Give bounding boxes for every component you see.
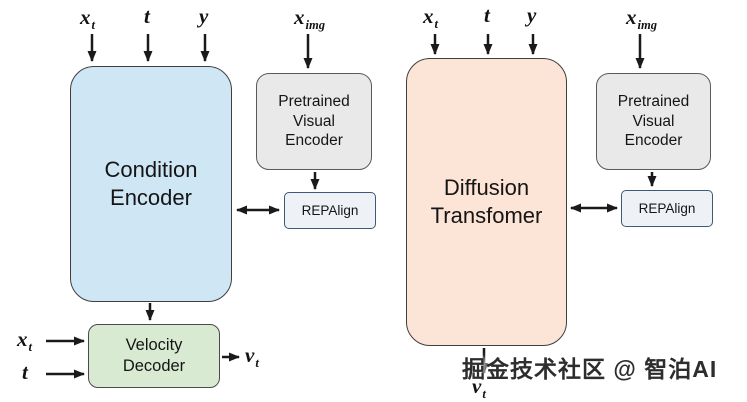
right-input-xt-label: xt — [423, 4, 438, 32]
math-base: y — [527, 3, 537, 27]
right-input-ximg-label: ximg — [626, 5, 657, 33]
math-sub: t — [91, 18, 96, 33]
velocity-output-vt-label: vt — [245, 343, 259, 371]
math-sub: t — [28, 340, 33, 355]
math-base: t — [144, 4, 150, 28]
math-sub: img — [637, 18, 658, 33]
velocity-input-xt-label: xt — [17, 327, 32, 355]
velocity-decoder-label: Velocity Decoder — [122, 335, 186, 375]
math-base: t — [22, 360, 28, 384]
left-input-ximg-label: ximg — [294, 5, 325, 33]
diffusion-transformer-box: Diffusion Transfomer — [406, 58, 567, 346]
velocity-decoder-box: Velocity Decoder — [88, 324, 220, 388]
condition-encoder-box: Condition Encoder — [70, 66, 232, 302]
repalign-label-left: REPAlign — [301, 202, 359, 218]
repalign-box-right: REPAlign — [621, 190, 713, 227]
math-base: x — [423, 4, 434, 28]
condition-encoder-label: Condition Encoder — [104, 156, 198, 210]
diffusion-transformer-label: Diffusion Transfomer — [430, 174, 543, 228]
pretrained-visual-encoder-label-left: Pretrained Visual Encoder — [278, 92, 350, 150]
math-base: v — [472, 374, 482, 398]
math-sub: t — [255, 356, 259, 371]
math-base: y — [199, 4, 209, 28]
math-base: x — [626, 5, 637, 29]
right-input-t-label: t — [484, 3, 491, 31]
pretrained-visual-encoder-box-right: Pretrained Visual Encoder — [596, 73, 711, 170]
math-sub: t — [482, 387, 486, 402]
math-sub: img — [305, 18, 326, 33]
watermark-text: 掘金技术社区 @ 智泊AI — [462, 356, 718, 382]
right-input-y-label: y — [527, 3, 537, 31]
pretrained-visual-encoder-box-left: Pretrained Visual Encoder — [256, 73, 372, 170]
repalign-box-left: REPAlign — [284, 192, 376, 229]
math-base: x — [17, 327, 28, 351]
pretrained-visual-encoder-label-right: Pretrained Visual Encoder — [617, 92, 690, 150]
repalign-label-right: REPAlign — [638, 200, 696, 216]
math-base: v — [245, 343, 255, 367]
math-base: t — [484, 3, 490, 27]
left-input-xt-label: xt — [80, 5, 95, 33]
math-base: x — [294, 5, 305, 29]
math-base: x — [80, 5, 91, 29]
left-input-y-label: y — [199, 4, 209, 32]
math-sub: t — [434, 17, 439, 32]
velocity-input-t-label: t — [22, 360, 29, 388]
transformer-output-vt-label: vt — [472, 374, 486, 402]
left-input-t-label: t — [144, 4, 151, 32]
